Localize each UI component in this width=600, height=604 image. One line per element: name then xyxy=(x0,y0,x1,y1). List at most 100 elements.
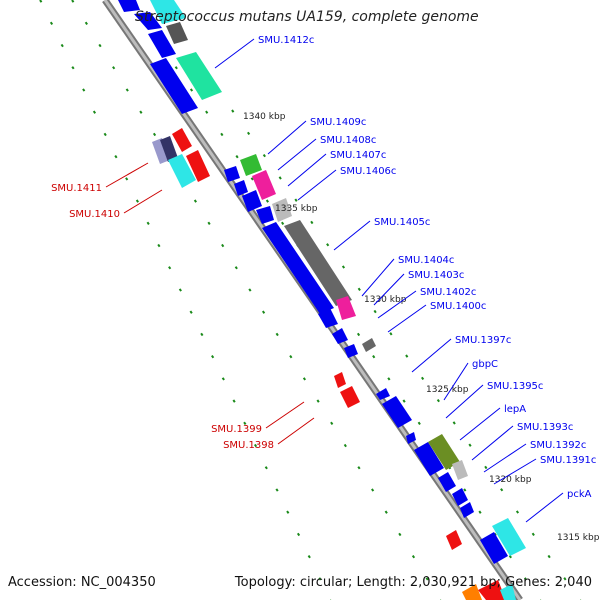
rna-feature[interactable] xyxy=(166,22,188,44)
gene-label[interactable]: SMU.1411 xyxy=(51,183,102,194)
cds-feature[interactable] xyxy=(234,180,248,196)
gc-dot xyxy=(372,354,376,359)
cds-feature[interactable] xyxy=(362,338,376,352)
gc-dot xyxy=(436,398,440,403)
cds-feature[interactable] xyxy=(480,532,508,564)
gc-dot xyxy=(152,132,157,137)
gene-label[interactable]: SMU.1391c xyxy=(540,455,596,466)
gene-leader-line xyxy=(493,458,537,485)
gene-label[interactable]: SMU.1393c xyxy=(517,422,573,433)
gc-dot xyxy=(82,88,86,92)
trna-feature[interactable] xyxy=(150,0,186,24)
gc-dot xyxy=(289,354,293,359)
cds-feature[interactable] xyxy=(340,386,360,408)
trna-feature[interactable] xyxy=(168,154,196,188)
cds-feature[interactable] xyxy=(242,190,262,212)
cds-feature[interactable] xyxy=(336,296,356,320)
gc-dot xyxy=(39,0,43,3)
gc-dot xyxy=(310,220,314,225)
gc-dot xyxy=(452,421,456,425)
cds-feature[interactable] xyxy=(334,372,346,388)
gc-dot xyxy=(547,554,551,559)
cds-feature[interactable] xyxy=(186,150,210,182)
cds-feature[interactable] xyxy=(172,128,192,152)
gene-label[interactable]: SMU.1402c xyxy=(420,287,476,298)
cds-feature[interactable] xyxy=(382,396,412,428)
cds-feature[interactable] xyxy=(332,328,348,344)
cds-feature[interactable] xyxy=(148,30,176,58)
cds-feature[interactable] xyxy=(256,206,274,224)
cds-feature[interactable] xyxy=(344,344,358,358)
cds-feature[interactable] xyxy=(272,198,292,222)
gene-label[interactable]: SMU.1399 xyxy=(211,424,262,435)
gc-dot xyxy=(405,354,409,358)
cds-feature[interactable] xyxy=(318,308,338,328)
cds-feature[interactable] xyxy=(224,166,240,182)
gene-label[interactable]: SMU.1395c xyxy=(487,381,543,392)
gc-dot xyxy=(373,309,377,314)
gene-label[interactable]: SMU.1398 xyxy=(223,440,274,451)
gc-dot xyxy=(515,510,520,514)
cds-feature[interactable] xyxy=(376,388,390,400)
cds-feature[interactable] xyxy=(150,58,198,114)
cds-feature[interactable] xyxy=(284,220,352,306)
cds-feature[interactable] xyxy=(428,434,460,470)
gene-leader-line xyxy=(525,492,564,523)
gene-leader-line xyxy=(373,273,405,306)
cds-feature[interactable] xyxy=(500,584,516,600)
gene-label[interactable]: SMU.1397c xyxy=(455,335,511,346)
kbp-label: 1320 kbp xyxy=(489,475,532,485)
gene-leader-line xyxy=(214,38,255,69)
gc-dot xyxy=(281,221,285,225)
gene-label[interactable]: SMU.1409c xyxy=(310,117,366,128)
cds-feature[interactable] xyxy=(160,136,178,162)
cds-feature[interactable] xyxy=(492,518,526,556)
cds-feature[interactable] xyxy=(262,222,334,314)
gene-label[interactable]: gbpC xyxy=(472,359,498,370)
cds-feature[interactable] xyxy=(134,12,162,30)
gene-label[interactable]: SMU.1403c xyxy=(408,270,464,281)
cds-feature[interactable] xyxy=(406,432,416,444)
cds-feature[interactable] xyxy=(118,0,140,12)
gc-dot xyxy=(417,421,421,425)
kbp-label: 1335 kbp xyxy=(275,204,318,214)
cds-feature[interactable] xyxy=(252,170,276,200)
gene-label[interactable]: lepA xyxy=(504,404,526,415)
gc-dot xyxy=(286,510,290,514)
gene-label[interactable]: SMU.1410 xyxy=(69,209,120,220)
gene-label[interactable]: SMU.1404c xyxy=(398,255,454,266)
cds-feature[interactable] xyxy=(462,584,482,600)
cds-feature[interactable] xyxy=(460,502,474,518)
gene-label[interactable]: SMU.1412c xyxy=(258,35,314,46)
gene-leader-line xyxy=(267,120,307,155)
cds-feature[interactable] xyxy=(452,460,468,480)
gc-dot xyxy=(275,332,279,337)
cds-feature[interactable] xyxy=(240,154,262,176)
gene-label[interactable]: pckA xyxy=(567,489,592,500)
gene-label[interactable]: SMU.1405c xyxy=(374,217,430,228)
cds-feature[interactable] xyxy=(176,52,222,100)
gene-label[interactable]: SMU.1408c xyxy=(320,135,376,146)
cds-feature[interactable] xyxy=(438,472,456,492)
gene-label[interactable]: SMU.1407c xyxy=(330,150,386,161)
gc-dot xyxy=(508,554,512,559)
gene-label[interactable]: SMU.1406c xyxy=(340,166,396,177)
gc-dot xyxy=(246,131,251,136)
genome-summary: Topology: circular; Length: 2,030,921 bp… xyxy=(234,575,592,590)
reverse-strand-features[interactable] xyxy=(118,0,526,600)
forward-strand-features[interactable] xyxy=(152,128,462,550)
gene-label[interactable]: SMU.1400c xyxy=(430,301,486,312)
cds-feature[interactable] xyxy=(452,488,468,506)
cds-feature[interactable] xyxy=(414,442,444,476)
gc-dot xyxy=(193,199,197,203)
gc-dot xyxy=(234,266,238,270)
cds-feature[interactable] xyxy=(478,580,506,600)
cds-feature[interactable] xyxy=(152,138,170,164)
cds-feature[interactable] xyxy=(446,530,462,550)
gc-dot xyxy=(157,243,161,248)
gene-label[interactable]: SMU.1392c xyxy=(530,440,586,451)
gc-dot xyxy=(398,532,402,537)
gene-leader-line xyxy=(297,169,337,201)
